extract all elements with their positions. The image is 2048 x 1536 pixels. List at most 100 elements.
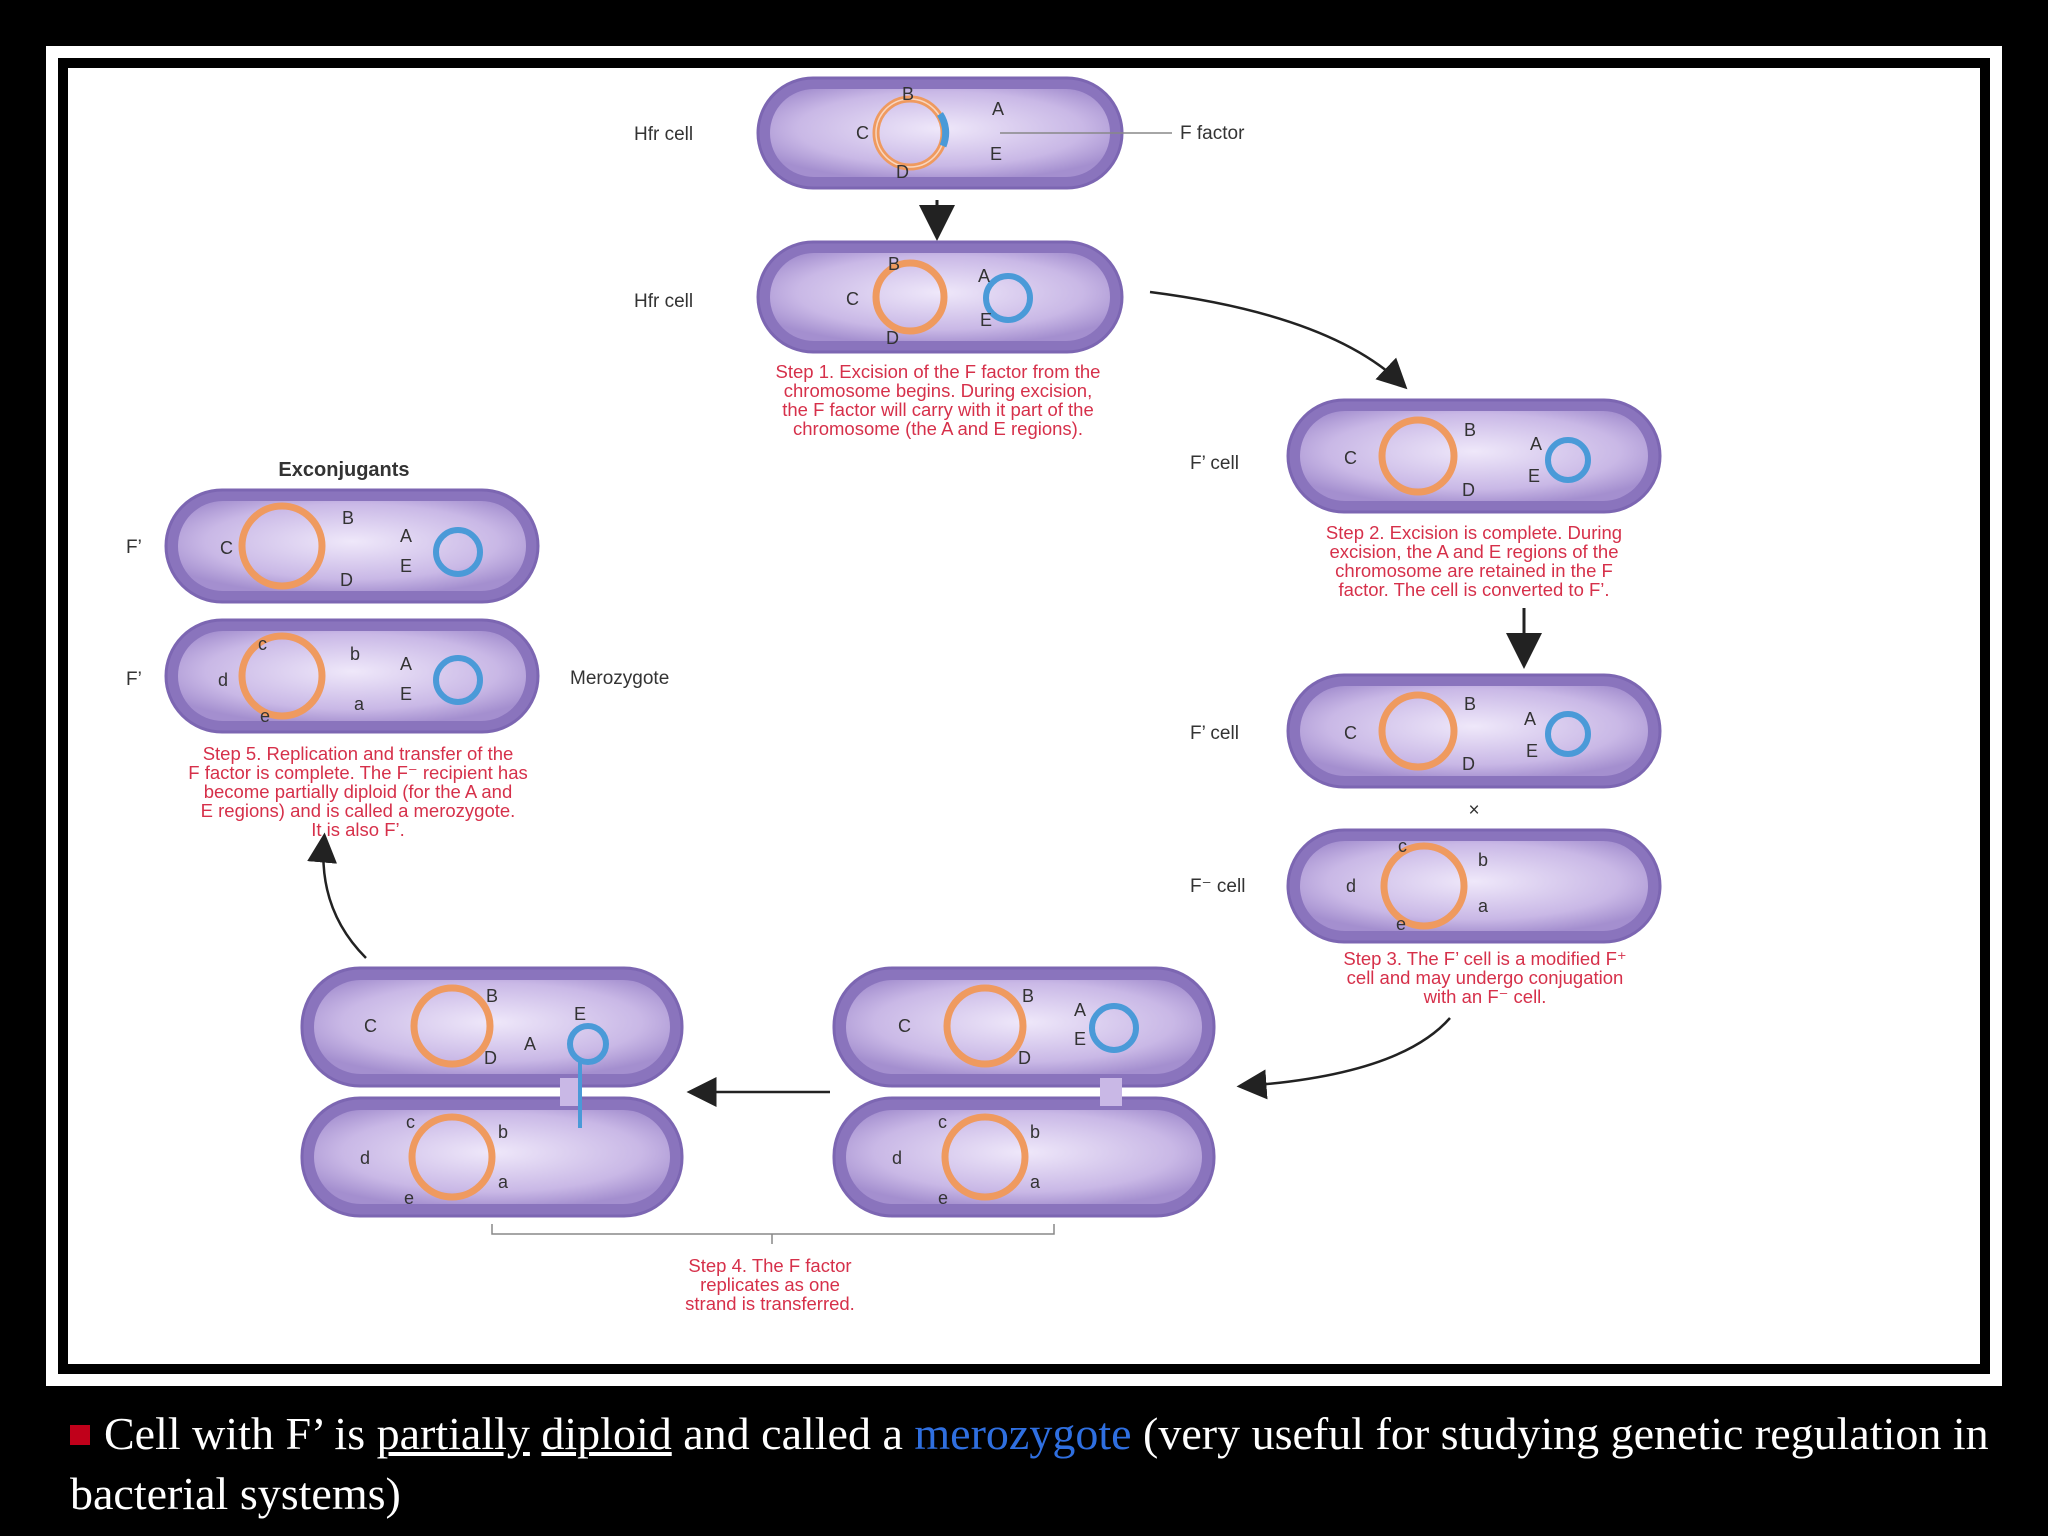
hfr-cell-1-label: Hfr cell: [634, 124, 693, 145]
gene-label: d: [360, 1148, 370, 1168]
step-1-text: Step 1. Excision of the F factor from th…: [776, 361, 1101, 439]
gene-label: C: [220, 538, 233, 558]
fprime-cell-1: F’ cell B C D A E: [1190, 398, 1662, 514]
arrow-curve-2: [1236, 1017, 1451, 1100]
gene-label: c: [1398, 836, 1407, 856]
gene-label: C: [856, 123, 869, 143]
gene-label: d: [218, 670, 228, 690]
step-4-bracket: [491, 1224, 1055, 1244]
step-line: chromosome begins. During excision,: [784, 380, 1092, 401]
gene-label: a: [1030, 1172, 1041, 1192]
exconjugant-top-cell: F’ B C D A E: [126, 488, 540, 604]
step-line: It is also F’.: [311, 819, 405, 840]
gene-label: A: [400, 526, 412, 546]
fminus-cell: F⁻ cell c b d a e: [1190, 828, 1662, 944]
step-3-text: Step 3. The F’ cell is a modified F⁺ cel…: [1343, 948, 1626, 1007]
gene-label: D: [340, 570, 353, 590]
fminus-cell-label: F⁻ cell: [1190, 876, 1245, 897]
gene-label: c: [258, 634, 267, 654]
gene-label: D: [886, 328, 899, 348]
gene-label: E: [574, 1004, 586, 1024]
gene-label: B: [1464, 694, 1476, 714]
gene-label: B: [486, 986, 498, 1006]
gene-label: D: [1462, 754, 1475, 774]
step-line: chromosome (the A and E regions).: [793, 418, 1083, 439]
step-line: with an F⁻ cell.: [1423, 986, 1547, 1007]
gene-label: A: [1530, 434, 1542, 454]
fprime-cell-2: F’ cell B C D A E: [1190, 673, 1662, 789]
gene-label: e: [260, 706, 270, 726]
gene-label: C: [898, 1016, 911, 1036]
gene-label: b: [1478, 850, 1488, 870]
gene-label: A: [978, 266, 990, 286]
conjugation-pair-left: B E C A D c b d a e: [300, 966, 684, 1218]
gene-label: A: [400, 654, 412, 674]
step-line: strand is transferred.: [685, 1293, 855, 1314]
caption-text: and called a: [671, 1408, 915, 1459]
gene-label: A: [1074, 1000, 1086, 1020]
exconjugant-top-label: F’: [126, 537, 142, 558]
exconjugant-bottom-label: F’: [126, 669, 142, 690]
gene-label: a: [498, 1172, 509, 1192]
step-line: E regions) and is called a merozygote.: [201, 800, 516, 821]
gene-label: B: [902, 84, 914, 104]
gene-label: D: [896, 162, 909, 182]
step-4-text: Step 4. The F factor replicates as one s…: [685, 1255, 855, 1314]
arrow-curve-3: [307, 832, 367, 959]
step-line: Step 3. The F’ cell is a modified F⁺: [1343, 948, 1626, 969]
exconjugants-title: Exconjugants: [278, 459, 409, 481]
gene-label: e: [1396, 914, 1406, 934]
gene-label: A: [992, 99, 1004, 119]
gene-label: D: [1462, 480, 1475, 500]
gene-label: e: [404, 1188, 414, 1208]
arrow-curve-1: [1149, 290, 1408, 390]
f-factor-label: F factor: [1180, 123, 1245, 144]
caption-space: [530, 1408, 542, 1459]
merozygote-label: Merozygote: [570, 668, 669, 689]
gene-label: C: [364, 1016, 377, 1036]
exconjugant-bottom-cell: F’ Merozygote c b d a e A E: [126, 618, 669, 734]
gene-label: c: [406, 1112, 415, 1132]
gene-label: E: [1074, 1029, 1086, 1049]
step-line: become partially diploid (for the A and: [204, 781, 513, 802]
fprime-cell-1-label: F’ cell: [1190, 453, 1239, 474]
caption-text: Cell with F’ is: [104, 1408, 377, 1459]
gene-label: A: [1524, 709, 1536, 729]
gene-label: B: [888, 254, 900, 274]
gene-label: d: [1346, 876, 1356, 896]
gene-label: B: [1022, 986, 1034, 1006]
step-line: chromosome are retained in the F: [1335, 560, 1613, 581]
cross-symbol: ×: [1468, 800, 1479, 821]
gene-label: b: [350, 644, 360, 664]
gene-label: B: [342, 508, 354, 528]
caption-diploid: diploid: [541, 1408, 672, 1459]
gene-label: C: [846, 289, 859, 309]
step-line: Step 5. Replication and transfer of the: [203, 743, 514, 764]
step-line: cell and may undergo conjugation: [1347, 967, 1624, 988]
hfr-cell-2-label: Hfr cell: [634, 291, 693, 312]
gene-label: e: [938, 1188, 948, 1208]
hfr-cell-1: Hfr cell F factor B A C E D: [634, 76, 1245, 190]
caption-merozygote: merozygote: [914, 1408, 1132, 1459]
gene-label: a: [1478, 896, 1489, 916]
fprime-cell-2-label: F’ cell: [1190, 723, 1239, 744]
step-line: F factor is complete. The F⁻ recipient h…: [188, 762, 527, 783]
step-line: the F factor will carry with it part of …: [782, 399, 1094, 420]
slide-caption: Cell with F’ is partially diploid and ca…: [70, 1404, 2000, 1524]
gene-label: A: [524, 1034, 536, 1054]
gene-label: D: [484, 1048, 497, 1068]
step-line: excision, the A and E regions of the: [1330, 541, 1619, 562]
gene-label: B: [1464, 420, 1476, 440]
step-line: Step 1. Excision of the F factor from th…: [776, 361, 1101, 382]
gene-label: C: [1344, 448, 1357, 468]
step-5-text: Step 5. Replication and transfer of the …: [188, 743, 527, 840]
step-line: Step 2. Excision is complete. During: [1326, 522, 1622, 543]
gene-label: c: [938, 1112, 947, 1132]
step-line: replicates as one: [700, 1274, 840, 1295]
gene-label: E: [1528, 466, 1540, 486]
caption-partially: partially: [376, 1408, 530, 1459]
gene-label: D: [1018, 1048, 1031, 1068]
conjugation-pair-right: B A C E D c b d a e: [832, 966, 1216, 1218]
gene-label: E: [400, 684, 412, 704]
